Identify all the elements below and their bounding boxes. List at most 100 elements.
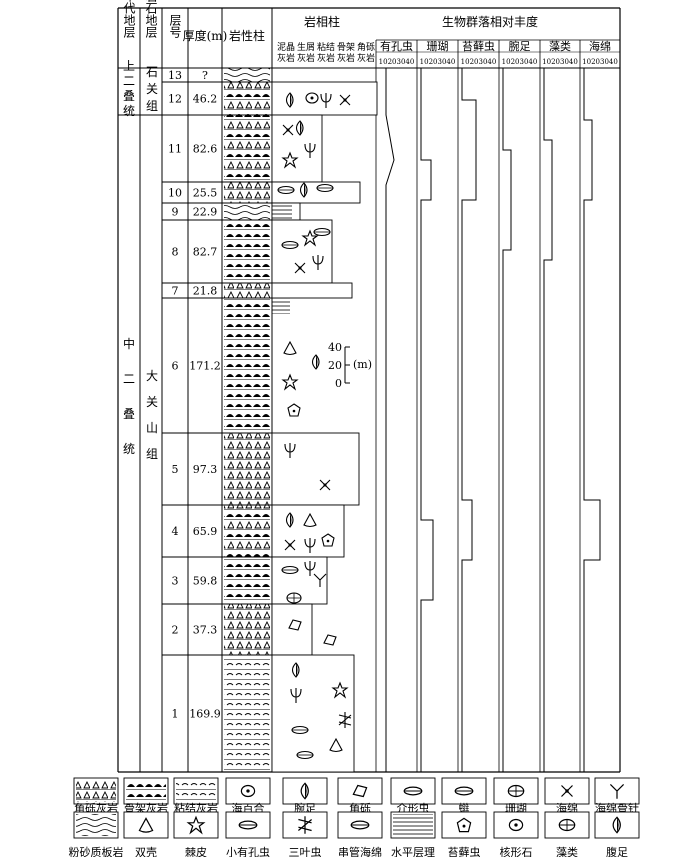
- layer-number: 8: [172, 246, 179, 259]
- echinoderm-star: [186, 815, 206, 835]
- brach-icon: [299, 182, 308, 198]
- layer-number: 9: [172, 206, 179, 219]
- psi-icon: [312, 255, 324, 270]
- legend-caption: 棘皮: [185, 846, 207, 857]
- psi-icon: [284, 443, 296, 458]
- breccia-clast: [288, 619, 302, 631]
- facies-subheader-bottom: 灰岩: [277, 52, 295, 64]
- psi-icon: [304, 143, 316, 158]
- spicule-icon: [609, 783, 625, 799]
- bio-scale-ticks: 10203040: [379, 58, 415, 66]
- lithology-fill-layer-13: [224, 68, 270, 82]
- oval-icon: [238, 820, 258, 830]
- legend-item-2: 骨架灰岩: [123, 777, 169, 815]
- legend-item-7: 介形虫: [390, 777, 436, 815]
- bio-curve-3: [461, 68, 477, 772]
- spicule-y: [609, 783, 625, 799]
- lithology-fill-layer-2: [224, 604, 270, 655]
- legend-pattern: [76, 780, 116, 802]
- lithology-fill-layer-5: [224, 433, 270, 505]
- facies-block-layer-2: [271, 603, 313, 656]
- age-unit-char: 统: [123, 442, 135, 456]
- coral-cross: [287, 593, 301, 603]
- bio-col-header-1: 有孔虫: [380, 39, 413, 53]
- legend-item-21: 藻类: [544, 811, 590, 857]
- legend-swatch: [123, 811, 169, 839]
- facies-subheader-top: 生屑: [297, 41, 315, 53]
- crinoid-dot: [310, 96, 314, 100]
- x-icon: [284, 539, 296, 551]
- breccia-clast: [323, 634, 337, 646]
- sponge-dot: [343, 98, 347, 102]
- legend-item-5: 腕足: [282, 777, 328, 815]
- lithology-fill-layer-9: [224, 203, 270, 220]
- bio-col-header-5: 藻类: [549, 39, 571, 53]
- spicule-psi: [304, 143, 316, 158]
- legend-item-10: 海绵: [544, 777, 590, 815]
- oval-icon: [313, 227, 331, 237]
- oval-icon: [316, 183, 334, 193]
- facies-block-layer-3: [271, 556, 328, 605]
- layer-thickness: 37.3: [193, 624, 218, 637]
- crinoid-ring: [305, 92, 319, 104]
- legend-pattern: [176, 780, 216, 802]
- spicule-psi: [304, 561, 316, 576]
- bio-scale-ticks: 10203040: [420, 58, 456, 66]
- layer-number: 11: [168, 143, 182, 156]
- facies-column: [271, 81, 378, 773]
- layer-thickness: 97.3: [193, 463, 218, 476]
- lithology-fill-layer-6: [224, 298, 270, 433]
- legend-pattern: [126, 780, 166, 802]
- brachiopod-shell: [612, 816, 621, 834]
- legend-caption: 腹足: [606, 845, 628, 857]
- bivalve-shell: [283, 340, 297, 356]
- legend-caption: 角砾灰岩: [74, 801, 118, 815]
- legend-item-20: 核形石: [493, 811, 539, 857]
- coral-icon: [558, 818, 576, 832]
- bio-column-headers: 有孔虫10203040珊瑚10203040苔藓虫10203040腕足102030…: [375, 39, 618, 772]
- bio-scale-ticks: 10203040: [582, 58, 618, 66]
- spicule-psi: [312, 255, 324, 270]
- layer-thickness: 46.2: [193, 93, 218, 106]
- x-icon: [561, 785, 573, 797]
- legend-caption: 海绵: [556, 801, 578, 815]
- legend-caption: 小有孔虫: [226, 845, 270, 857]
- echinoderm-star: [281, 373, 299, 391]
- crinoid-icon: [508, 818, 524, 832]
- x-icon: [339, 94, 351, 106]
- x-icon: [294, 262, 306, 274]
- layer-thickness: 82.7: [193, 246, 218, 259]
- legend-pattern: [393, 814, 433, 836]
- bio-col-header-3: 苔藓虫: [462, 39, 495, 53]
- facies-fossil-symbols: [277, 92, 352, 760]
- brachiopod-shade: [300, 121, 302, 135]
- crinoid-icon: [240, 784, 256, 798]
- bio-scale-ticks: 10203040: [461, 58, 497, 66]
- lithostrat-unit-char: 关: [146, 395, 158, 409]
- star-icon: [186, 815, 206, 835]
- layer-number: 4: [172, 525, 179, 538]
- angl-icon: [352, 784, 368, 798]
- brach-icon: [285, 92, 294, 108]
- lithology-fill-layer-10: [224, 182, 270, 203]
- legend-caption: 核形石: [500, 845, 533, 857]
- age-unit-char: 叠: [123, 407, 135, 421]
- lithostrat-unit-1: 石关组: [146, 65, 158, 113]
- oval-icon: [296, 750, 314, 760]
- sponge-dot: [298, 266, 302, 270]
- header-lithostrat-unit: 岩石地层: [144, 0, 158, 39]
- header-age-unit: 年代地层: [122, 0, 136, 39]
- crinoid-dot: [514, 823, 518, 827]
- lithology-fill-layer-8: [224, 220, 270, 283]
- layer-number: 7: [172, 285, 179, 298]
- trilo-icon: [298, 816, 312, 834]
- star-icon: [331, 681, 349, 699]
- bio-curve-1: [385, 68, 395, 772]
- spicule-psi: [290, 688, 302, 703]
- facies-subheader-bottom: 灰岩: [357, 52, 375, 64]
